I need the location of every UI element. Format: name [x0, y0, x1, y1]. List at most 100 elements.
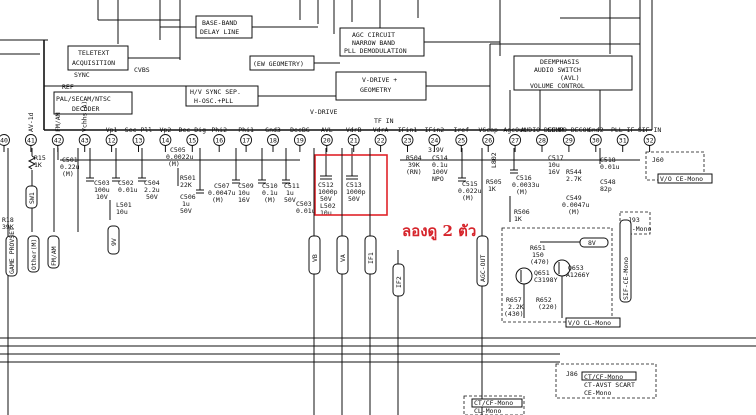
pin-number: 43	[81, 136, 89, 144]
j93-label: J93	[628, 216, 640, 224]
pin-circle	[589, 134, 602, 146]
c510-val: 0.1u	[262, 189, 278, 197]
r504-val: 39K	[408, 161, 420, 169]
component-c548: C548 82p	[600, 178, 616, 193]
pin-label: FM/AM	[54, 112, 62, 132]
c502-ref: C502	[118, 179, 134, 187]
j86-line1: CT/CF-Mono	[584, 373, 623, 381]
c515-tol: (M)	[462, 194, 474, 202]
highlight-box	[314, 154, 388, 216]
component-c505: C505 0.0022u (M)	[166, 146, 193, 168]
block-decoder: PAL/SECAM/NTSC DECODER	[53, 91, 133, 115]
r15-ref: R15	[34, 154, 46, 162]
transistor-area: 8V R651 150 (470) Q651 C3198Y Q653 A1266…	[501, 227, 621, 328]
r504-ref: R504	[406, 154, 422, 162]
agc-line3: PLL DEMODULATION	[344, 47, 407, 55]
pin-number: 17	[242, 136, 250, 144]
q653-part: A1266Y	[566, 271, 590, 279]
component-c512: C512 1000p 50V	[318, 148, 338, 203]
teletext-line1: TELETEXT	[78, 49, 109, 57]
j86-label: J86	[566, 370, 578, 378]
c509-val: 10u	[238, 189, 250, 197]
pin-number: 18	[269, 136, 277, 144]
component-r657: R657 2.2K (430)	[504, 296, 524, 318]
c516-ref: C516	[516, 174, 532, 182]
component-c549: C549 0.0047u (M)	[562, 194, 589, 216]
bottom-line1: CT/CF-Mono	[474, 399, 513, 407]
pin-circle	[401, 134, 414, 146]
component-c502: C502 0.01u	[112, 148, 138, 194]
pin-number: 30	[592, 136, 600, 144]
agc-line2: NARROW BAND	[352, 39, 395, 47]
c513-volt: 50V	[348, 195, 360, 203]
c503b-ref: C503	[296, 200, 312, 208]
c506-volt: 50V	[180, 207, 192, 215]
c514-val: 0.1u	[432, 161, 448, 169]
connector-j86: J86 CT/CF-Mono CT-AVST SCART CE-Mono	[555, 363, 657, 399]
c501-ref: C501	[62, 156, 78, 164]
c513-ref: C513	[346, 181, 362, 189]
pin-label: IFin2	[425, 126, 445, 134]
hvsync-line2: H-OSC.+PLL	[194, 97, 233, 105]
r657-ref: R657	[506, 296, 522, 304]
q651-ref: Q651	[534, 269, 550, 277]
left-tags: SW1 R18 39K GAME PROVSET Other(M) FM/AM	[2, 148, 79, 415]
pin-label: Iref	[453, 126, 469, 134]
pin-number: 25	[457, 136, 465, 144]
pin-circle	[105, 134, 118, 146]
component-r18: R18 39K	[2, 216, 14, 231]
pin-number: 28	[538, 136, 546, 144]
component-r504: R504 39K (RN)	[406, 154, 422, 176]
component-r505: R505 1K	[486, 178, 502, 193]
j86-line2: CT-AVST SCART	[584, 381, 635, 389]
deemph-line3: (AVL)	[560, 74, 580, 82]
pin-circle	[78, 134, 91, 146]
c505-ref: C505	[170, 146, 186, 154]
r505-ref: R505	[486, 178, 502, 186]
c515-val: 0.022u	[458, 187, 482, 195]
pin-number: 29	[565, 136, 573, 144]
other-m-tag: Other(M)	[27, 235, 40, 273]
component-c517: C517 10u 16V	[548, 154, 564, 176]
pin-number: 42	[54, 136, 62, 144]
c516-tol: (M)	[516, 188, 528, 196]
pin-circle	[347, 134, 360, 146]
sw1-tag: SW1	[25, 185, 38, 209]
component-c507: C507 0.0047u (M)	[208, 182, 235, 204]
sif-ce-mono-label: SIF-CE-Mono	[622, 257, 630, 300]
component-c510: C510 0.1u (M)	[258, 148, 278, 204]
vb-label: VB	[311, 254, 319, 262]
l502-ref: L502	[320, 202, 336, 210]
pin-number: 16	[215, 136, 223, 144]
c501-val: 0.22u	[60, 163, 80, 171]
pin-label: VScap	[478, 126, 498, 134]
component-c514: C514 0.1u 100V NPO	[432, 154, 448, 183]
v-ce-mono-tag: V/O CE-Mono	[660, 175, 703, 183]
component-c518: C518 0.01u	[599, 148, 620, 171]
vb-tag: VB	[308, 235, 321, 275]
decoder-line1: PAL/SECAM/NTSC	[56, 95, 111, 103]
top-bus-lines	[0, 0, 653, 130]
connector-j60: J60 V/O CE-Mono	[645, 151, 713, 184]
c517-val: 10u	[548, 161, 560, 169]
va-label: VA	[339, 254, 347, 262]
pin-label: Vp2	[160, 126, 172, 134]
pin-number: 41	[27, 136, 35, 144]
r652-val: (220)	[538, 303, 558, 311]
deemph-line4: VOLUME CONTROL	[530, 82, 585, 90]
c504-volt: 50V	[146, 193, 158, 201]
pin-circle	[132, 134, 145, 146]
ic-pin: 25 Iref	[453, 126, 469, 152]
ic-outline	[43, 40, 652, 131]
pin-label: Vp1	[106, 126, 118, 134]
r651-alt: (470)	[530, 258, 550, 266]
